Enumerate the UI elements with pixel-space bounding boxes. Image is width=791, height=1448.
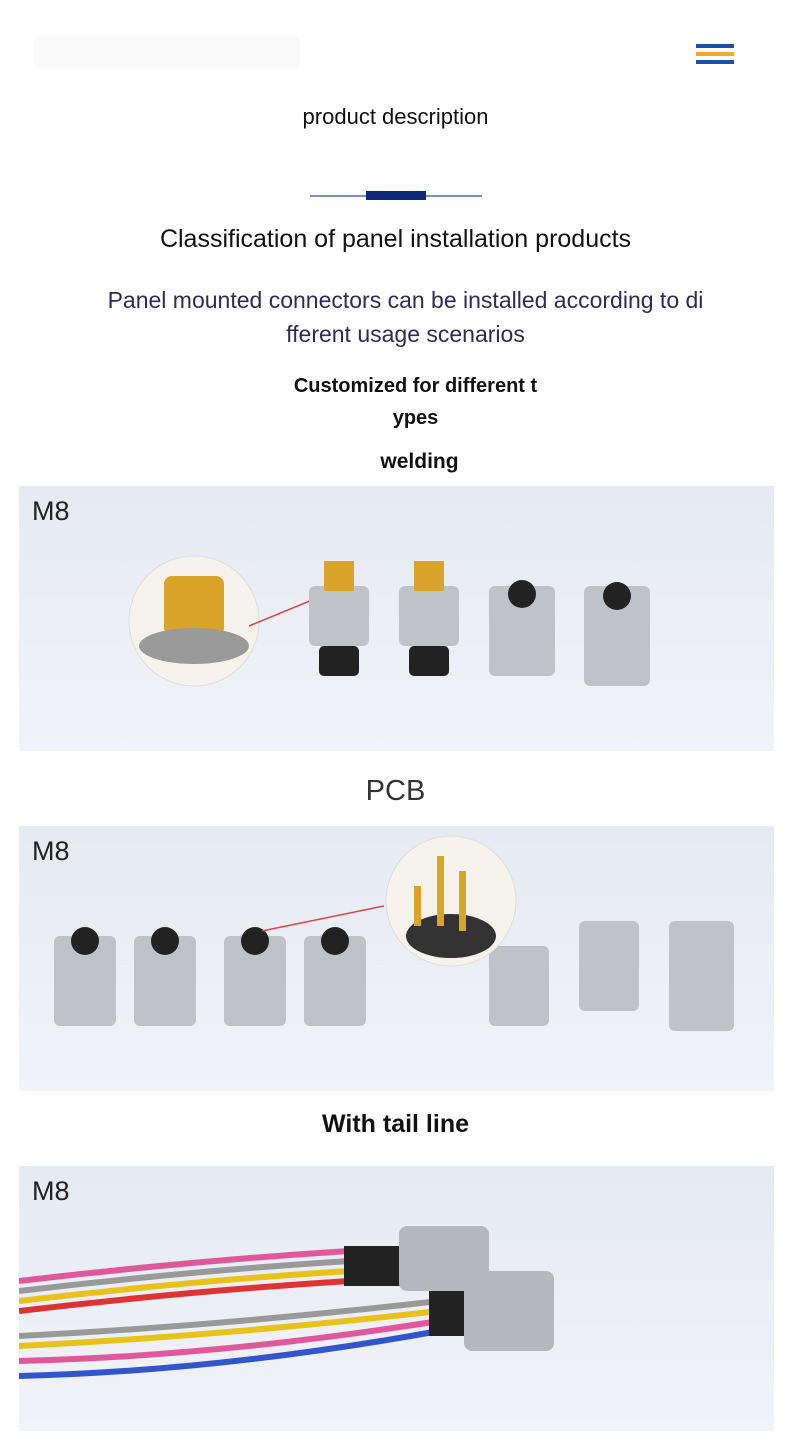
- panel-label: M8: [32, 1176, 70, 1206]
- panel-label: M8: [32, 496, 70, 526]
- customized-line: Customized for different t: [293, 375, 538, 397]
- logo[interactable]: [34, 36, 300, 68]
- subheading-line: Panel mounted connectors can be installe…: [107, 287, 704, 313]
- tail-line-product-image: M8: [19, 1166, 774, 1431]
- customized-line: ypes: [392, 407, 439, 429]
- hamburger-menu-icon[interactable]: [696, 44, 734, 64]
- panel-title-pcb: PCB: [365, 775, 426, 807]
- panel-title-tail-line: With tail line: [322, 1110, 469, 1138]
- title-divider: [310, 191, 482, 200]
- panel-label: M8: [32, 836, 70, 866]
- customized-text: Customized for different t ypes: [20, 370, 791, 434]
- section-title: product description: [302, 104, 489, 129]
- pcb-product-image: M8: [19, 826, 774, 1091]
- page-heading: Classification of panel installation pro…: [159, 225, 632, 253]
- subheading: Panel mounted connectors can be installe…: [40, 283, 771, 351]
- welding-product-image: M8: [19, 486, 774, 751]
- panel-title-welding: welding: [380, 450, 459, 473]
- subheading-line: fferent usage scenarios: [286, 321, 525, 347]
